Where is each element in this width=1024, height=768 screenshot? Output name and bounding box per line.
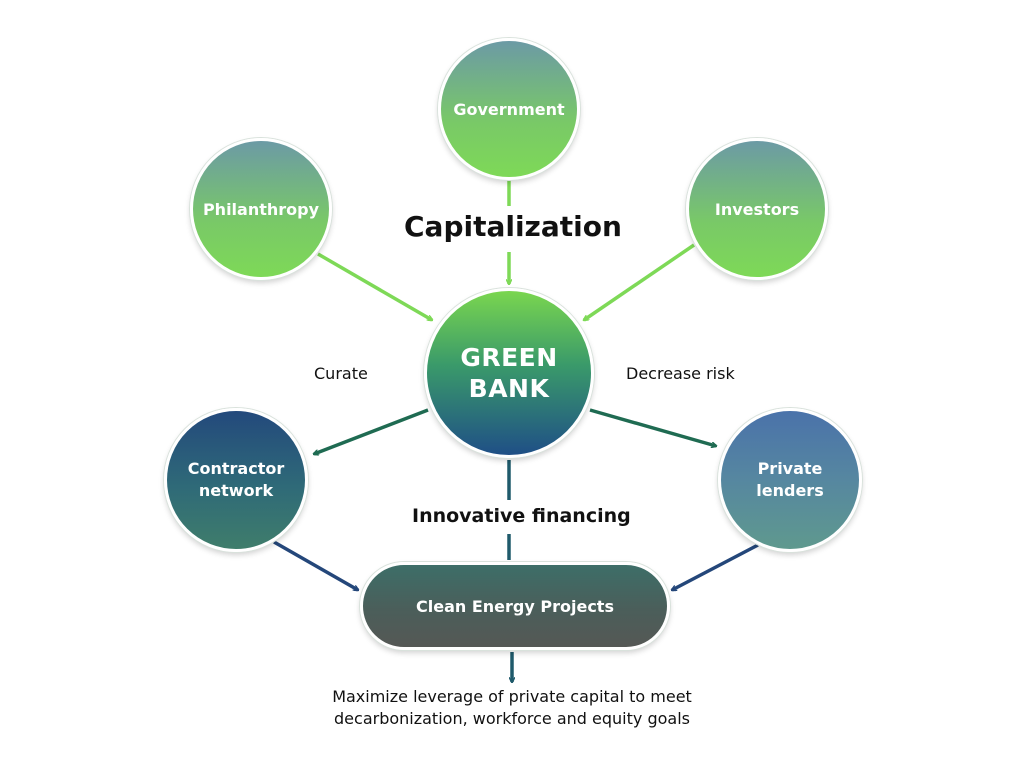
lenders-label-line2: lenders [756,481,824,500]
curate-label: Curate [314,364,368,383]
investors-label: Investors [714,199,800,219]
contractor-label-line1: Contractor [187,459,285,478]
innovative-financing-heading: Innovative financing [412,505,631,527]
green-bank-node: GREEN BANK [424,288,594,458]
lenders-label-line1: Private [757,459,823,478]
outcome-note: Maximize leverage of private capital to … [262,686,762,730]
clean-energy-projects-node: Clean Energy Projects [360,562,670,650]
capitalization-heading: Capitalization [404,210,622,243]
philanthropy-node: Philanthropy [190,138,332,280]
philanthropy-label: Philanthropy [202,199,320,219]
contractor-label-line2: network [198,481,274,500]
arrow-philanthropy-to-bank [317,252,432,322]
contractor-network-node: Contractor network [164,408,308,552]
government-node: Government [438,38,580,180]
outcome-line1: Maximize leverage of private capital to … [332,687,692,706]
arrow-lenders-to-projects [672,543,759,592]
arrow-bank-to-contractor [314,408,429,454]
green-bank-label-line2: BANK [468,374,550,403]
private-lenders-node: Private lenders [718,408,862,552]
green-bank-label-line1: GREEN [460,343,558,372]
arrow-investors-to-bank [584,243,695,320]
government-label: Government [453,99,565,119]
arrow-contractor-to-projects [273,540,358,592]
investors-node: Investors [686,138,828,280]
arrow-bank-to-lenders [589,408,716,446]
projects-label: Clean Energy Projects [416,596,614,616]
decrease-risk-label: Decrease risk [626,364,735,383]
outcome-line2: decarbonization, workforce and equity go… [334,709,690,728]
